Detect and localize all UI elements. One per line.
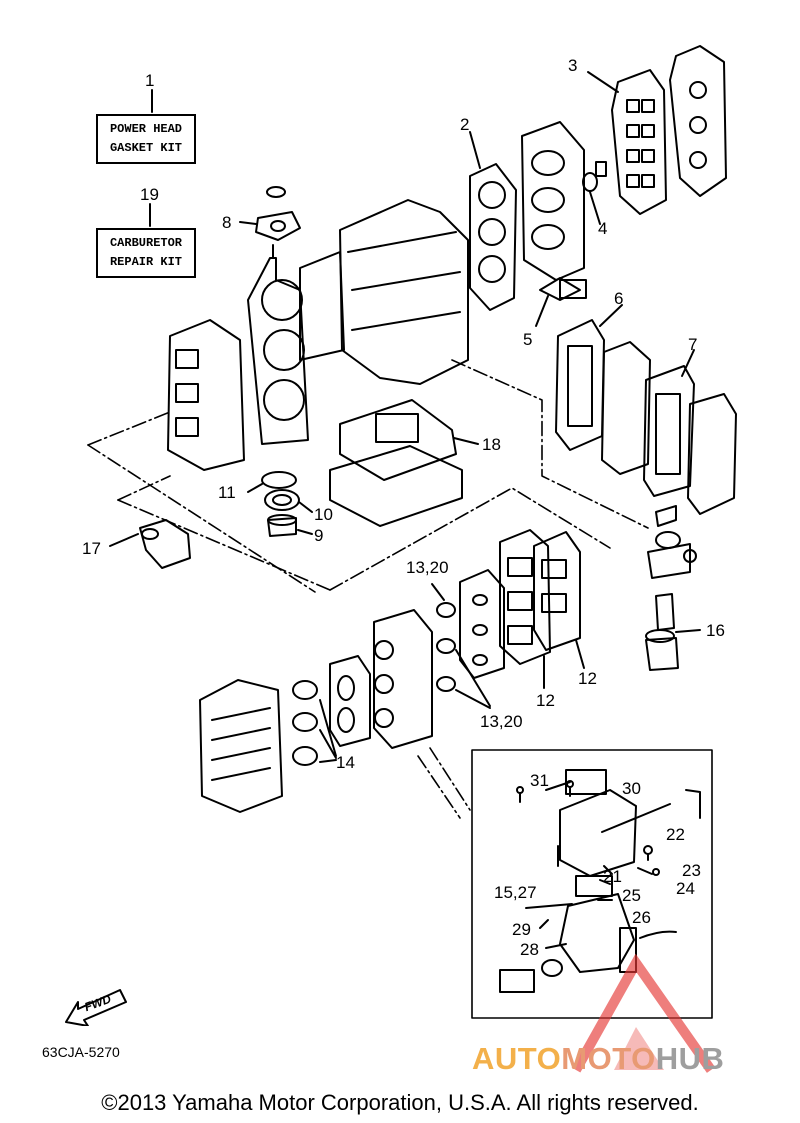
carburetor-detail-frame bbox=[471, 749, 713, 1019]
callout-22: 22 bbox=[666, 825, 685, 844]
callout-5: 5 bbox=[523, 330, 533, 349]
reed-valve-gasket-b bbox=[533, 531, 581, 651]
callout-12-a: 12 bbox=[578, 669, 597, 688]
diagram-code: 63CJA-5270 bbox=[42, 1044, 120, 1060]
callout-23: 23 bbox=[682, 861, 701, 880]
logo-part-auto: AUTO bbox=[472, 1041, 562, 1076]
callout-9: 9 bbox=[314, 526, 324, 545]
automotohub-logo: AUTOMOTOHUB bbox=[472, 1041, 724, 1077]
carburetor-repair-kit-box: CARBURETOR REPAIR KIT bbox=[96, 228, 196, 278]
callout-4: 4 bbox=[598, 219, 608, 238]
crankcase bbox=[339, 199, 469, 385]
cylinder-head bbox=[521, 121, 585, 281]
kit-line: POWER HEAD bbox=[109, 122, 182, 136]
intake-block bbox=[373, 609, 433, 749]
reed-valve-block bbox=[459, 569, 505, 679]
power-head-gasket-kit-box: POWER HEAD GASKET KIT bbox=[96, 114, 196, 164]
callout-26: 26 bbox=[632, 908, 651, 927]
plug-17 bbox=[139, 519, 191, 569]
callout-28: 28 bbox=[520, 940, 539, 959]
callout-14: 14 bbox=[336, 753, 355, 772]
callout-13-20-a: 13,20 bbox=[406, 558, 449, 577]
callout-16: 16 bbox=[706, 621, 725, 640]
intake-gasket bbox=[329, 655, 371, 747]
callout-24: 24 bbox=[676, 879, 695, 898]
callout-30: 30 bbox=[622, 779, 641, 798]
callout-3: 3 bbox=[568, 56, 578, 75]
logo-part-moto: MOTO bbox=[561, 1041, 656, 1076]
cylinder-head-gasket bbox=[469, 163, 517, 311]
callout-12-b: 12 bbox=[536, 691, 555, 710]
kit-line: CARBURETOR bbox=[109, 236, 182, 250]
callout-17: 17 bbox=[82, 539, 101, 558]
exhaust-cover bbox=[643, 365, 695, 497]
kit-line: REPAIR KIT bbox=[109, 255, 182, 269]
exhaust-cover-gasket bbox=[555, 319, 605, 451]
callout-10: 10 bbox=[314, 505, 333, 524]
callout-21: 21 bbox=[603, 867, 622, 886]
fwd-arrow-icon bbox=[65, 989, 127, 1026]
logo-part-hub: HUB bbox=[655, 1041, 725, 1076]
silencer bbox=[199, 679, 283, 813]
intake-manifold bbox=[167, 319, 245, 471]
copyright-notice: ©2013 Yamaha Motor Corporation, U.S.A. A… bbox=[101, 1090, 699, 1115]
callout-18: 18 bbox=[482, 435, 501, 454]
head-cover bbox=[669, 45, 727, 197]
reed-valve-gasket-a bbox=[499, 529, 551, 665]
callout-25: 25 bbox=[622, 886, 641, 905]
automotohub-logo-icon bbox=[571, 953, 716, 1073]
callout-8: 8 bbox=[222, 213, 232, 232]
carburetor-body bbox=[559, 789, 637, 877]
callout-15-27: 15,27 bbox=[494, 883, 537, 902]
callout-13-20-b: 13,20 bbox=[480, 712, 523, 731]
callout-7: 7 bbox=[688, 335, 698, 354]
kit-line: GASKET KIT bbox=[109, 141, 182, 155]
callout-11: 11 bbox=[218, 483, 236, 502]
base-plate-gasket bbox=[339, 399, 457, 481]
callout-19: 19 bbox=[140, 185, 159, 204]
callout-29: 29 bbox=[512, 920, 531, 939]
callout-2: 2 bbox=[460, 115, 470, 134]
callout-31: 31 bbox=[530, 771, 549, 790]
crankshaft bbox=[247, 257, 309, 445]
callout-6: 6 bbox=[614, 289, 624, 308]
callout-1: 1 bbox=[145, 71, 155, 90]
head-cover-gasket bbox=[611, 69, 667, 215]
